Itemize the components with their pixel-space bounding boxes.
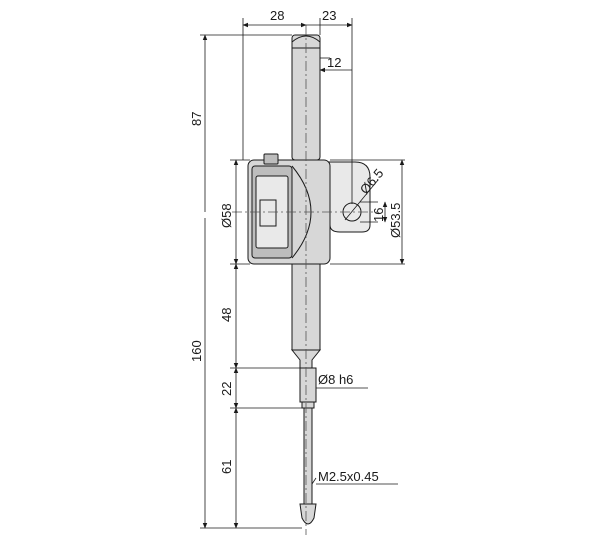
plunger-cap — [291, 35, 321, 49]
dimension-lines — [202, 22, 405, 529]
dial-window — [259, 199, 277, 227]
dim-back-diameter: Ø53.5 — [388, 203, 403, 238]
dim-top-right-width: 23 — [322, 8, 336, 23]
dim-overall-top-height: 87 — [189, 112, 204, 126]
spindle-tip-base — [301, 401, 315, 409]
dim-overall-height: 160 — [189, 340, 204, 362]
dim-thread: M2.5x0.45 — [318, 469, 379, 484]
dim-spindle-diameter: Ø8 h6 — [318, 372, 353, 387]
dim-top-left-width: 28 — [270, 8, 284, 23]
dim-lug-height: 16 — [371, 208, 386, 222]
dim-spindle-section: 22 — [219, 382, 234, 396]
spindle — [299, 367, 317, 403]
contact-ball — [299, 503, 317, 525]
dim-stem-offset: 12 — [327, 55, 341, 70]
extension-lines — [200, 18, 405, 529]
dim-dial-diameter: Ø58 — [219, 203, 234, 228]
dim-contact-length: 61 — [219, 460, 234, 474]
dim-lower-body-height: 48 — [219, 308, 234, 322]
contact-rod — [303, 407, 313, 505]
bezel-top-clip — [263, 153, 279, 165]
